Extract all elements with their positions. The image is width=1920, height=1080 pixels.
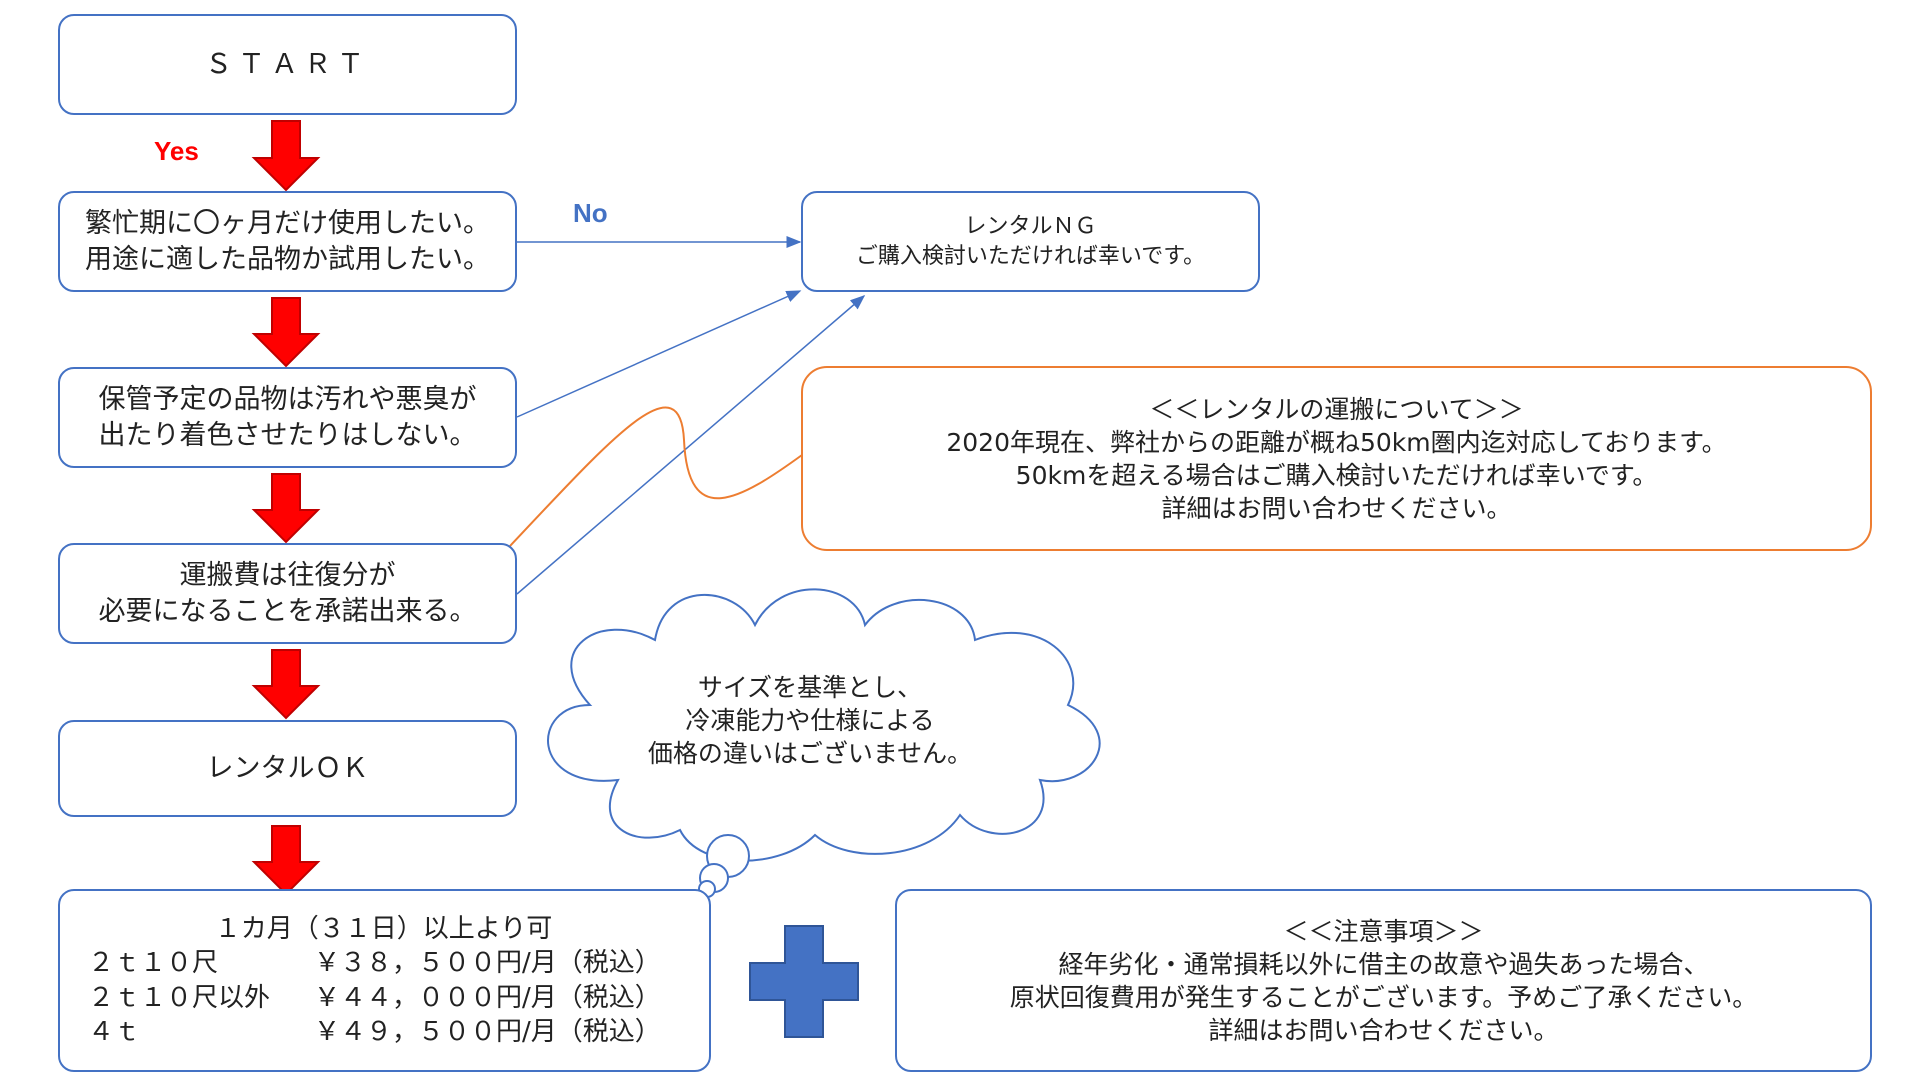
question-box-1: 繁忙期に〇ヶ月だけ使用したい。 用途に適した品物か試用したい。 (58, 191, 517, 292)
transport-note-heading: ＜＜レンタルの運搬について＞＞ (1149, 394, 1524, 424)
rental-ng-line-2: ご購入検討いただければ幸いです。 (855, 243, 1206, 269)
rental-ng-box: レンタルＮＧ ご購入検討いただければ幸いです。 (801, 191, 1260, 292)
down-arrow-2 (251, 297, 321, 368)
rental-ok-text: レンタルＯＫ (206, 752, 369, 784)
question-2-line-1: 保管予定の品物は汚れや悪臭が (98, 383, 477, 415)
start-box: ＳＴＡＲＴ (58, 14, 517, 115)
caution-line-3: 詳細はお問い合わせください。 (1208, 1015, 1559, 1045)
question-box-2: 保管予定の品物は汚れや悪臭が 出たり着色させたりはしない。 (58, 367, 517, 468)
rental-ok-box: レンタルＯＫ (58, 720, 517, 817)
question-3-line-2: 必要になることを承諾出来る。 (98, 595, 477, 627)
rental-ng-line-1: レンタルＮＧ (964, 214, 1097, 240)
pricing-box: １カ月（３１日）以上より可 ２ｔ１０尺 ￥３８，５００円/月（税込） ２ｔ１０尺… (58, 889, 711, 1072)
question-1-line-1: 繁忙期に〇ヶ月だけ使用したい。 (85, 207, 490, 239)
question-2-line-2: 出たり着色させたりはしない。 (98, 419, 477, 451)
question-1-line-2: 用途に適した品物か試用したい。 (85, 243, 490, 275)
caution-line-1: 経年劣化・通常損耗以外に借主の故意や過失あった場合、 (1058, 949, 1709, 979)
cloud-note-line-2: 冷凍能力や仕様による (685, 705, 935, 735)
transport-note-box: ＜＜レンタルの運搬について＞＞ 2020年現在、弊社からの距離が概ね50km圏内… (801, 366, 1872, 551)
price-value: ￥４９，５００円/月（税込） (314, 1016, 661, 1047)
transport-note-line-2: 50kmを超える場合はご購入検討いただければ幸いです。 (1015, 460, 1658, 490)
pricing-title: １カ月（３１日）以上より可 (214, 913, 553, 944)
price-row: ２ｔ１０尺以外 ￥４４，０００円/月（税込） (88, 981, 679, 1015)
price-row: ４ｔ ￥４９，５００円/月（税込） (88, 1015, 679, 1049)
thought-cloud (547, 588, 1101, 862)
down-arrow-4 (251, 649, 321, 720)
down-arrow-5 (251, 825, 321, 896)
price-value: ￥４４，０００円/月（税込） (314, 982, 661, 1013)
connector-q2-ng (516, 290, 802, 418)
start-text: ＳＴＡＲＴ (205, 48, 370, 80)
question-3-line-1: 運搬費は往復分が (179, 559, 396, 591)
caution-heading: ＜＜注意事項＞＞ (1283, 916, 1484, 946)
down-arrow-3 (251, 473, 321, 544)
down-arrow-1 (251, 120, 321, 192)
question-box-3: 運搬費は往復分が 必要になることを承諾出来る。 (58, 543, 517, 644)
no-label: No (573, 198, 608, 228)
cloud-note-line-1: サイズを基準とし、 (697, 672, 923, 702)
transport-note-line-3: 詳細はお問い合わせください。 (1161, 493, 1512, 523)
plus-icon (749, 925, 859, 1038)
cloud-note-line-3: 価格の違いはございません。 (647, 738, 973, 768)
price-type: ２ｔ１０尺 (88, 948, 219, 979)
connector-transport-note (509, 406, 803, 547)
price-value: ￥３８，５００円/月（税込） (314, 948, 661, 979)
cloud-note: サイズを基準とし、 冷凍能力や仕様による 価格の違いはございません。 (575, 665, 1045, 775)
transport-note-line-1: 2020年現在、弊社からの距離が概ね50km圏内迄対応しております。 (946, 427, 1727, 457)
price-type: ４ｔ (88, 1016, 141, 1047)
connector-q3-ng (516, 295, 866, 595)
yes-label: Yes (154, 136, 199, 166)
price-type: ２ｔ１０尺以外 (88, 982, 271, 1013)
price-row: ２ｔ１０尺 ￥３８，５００円/月（税込） (88, 946, 679, 980)
caution-box: ＜＜注意事項＞＞ 経年劣化・通常損耗以外に借主の故意や過失あった場合、 原状回復… (895, 889, 1872, 1072)
caution-line-2: 原状回復費用が発生することがございます。予めご了承ください。 (1009, 982, 1758, 1012)
